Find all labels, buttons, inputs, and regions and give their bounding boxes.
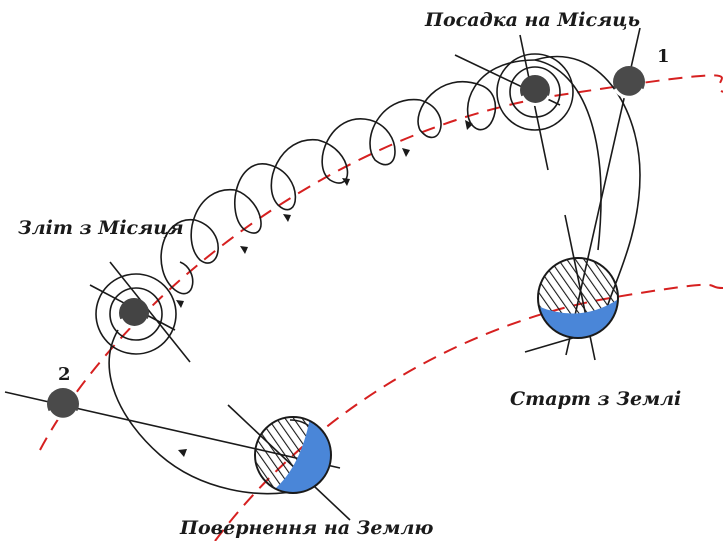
moon-icon — [520, 75, 551, 106]
position-1-label: 1 — [657, 46, 670, 67]
earth-icon — [254, 416, 332, 494]
liftoff-label: Зліт з Місяця — [18, 217, 184, 239]
spiral-trajectory — [160, 55, 641, 316]
trajectory-arrows — [176, 120, 473, 308]
position-2-label: 2 — [58, 364, 71, 385]
earth-icon — [537, 257, 619, 339]
launch-label: Старт з Землі — [510, 388, 681, 410]
moon-icon — [613, 66, 645, 99]
landing-label: Посадка на Місяць — [424, 9, 640, 31]
moon-orbit — [39, 74, 723, 451]
return-arrow — [178, 449, 187, 457]
return-label: Повернення на Землю — [179, 517, 433, 539]
liftoff-loops — [95, 273, 177, 355]
landing-loops — [496, 53, 574, 131]
moon-icon — [47, 388, 79, 421]
moon-icon — [119, 298, 150, 329]
earth-orbit — [214, 283, 723, 541]
